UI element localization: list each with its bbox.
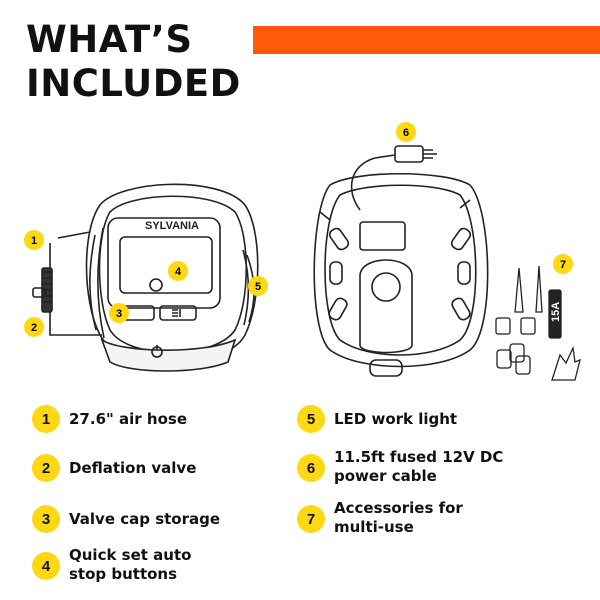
legend-badge: 7 — [297, 505, 325, 533]
legend-badge: 3 — [32, 505, 60, 533]
legend-line: LED work light — [334, 410, 458, 428]
legend-item-7: 7 Accessories for multi-use — [297, 499, 463, 537]
legend-badge: 1 — [32, 405, 60, 433]
legend-label: Deflation valve — [69, 454, 196, 478]
legend-badge: 2 — [32, 454, 60, 482]
legend-line: stop buttons — [69, 565, 178, 583]
device-brand-logo: SYLVANIA — [145, 220, 199, 232]
svg-text:6: 6 — [403, 127, 409, 139]
title-line-2: INCLUDED — [26, 62, 241, 105]
accent-bar — [253, 26, 600, 54]
legend-item-1: 1 27.6" air hose — [32, 405, 187, 433]
legend-line: Deflation valve — [69, 459, 197, 477]
legend-label: Quick set auto stop buttons — [69, 546, 191, 584]
legend-item-4: 4 Quick set auto stop buttons — [32, 546, 191, 584]
legend-item-6: 6 11.5ft fused 12V DC power cable — [297, 448, 503, 486]
svg-text:7: 7 — [560, 259, 566, 271]
legend-badge: 6 — [297, 454, 325, 482]
legend-line: Valve cap storage — [69, 510, 221, 528]
callout-badges: 1 2 3 4 5 6 7 — [24, 122, 573, 337]
callout-3: 3 — [109, 303, 129, 323]
callout-7: 7 — [553, 254, 573, 274]
front-view-device — [32, 183, 259, 372]
legend-label: LED work light — [334, 405, 457, 429]
legend-label: 11.5ft fused 12V DC power cable — [334, 448, 503, 486]
callout-5: 5 — [248, 276, 268, 296]
legend-line: 27.6" air hose — [69, 410, 188, 428]
legend-item-2: 2 Deflation valve — [32, 454, 196, 482]
legend-line: Quick set auto — [69, 546, 192, 564]
callout-2: 2 — [24, 317, 44, 337]
legend-line: multi-use — [334, 518, 414, 536]
callout-4: 4 — [168, 261, 188, 281]
legend-line: power cable — [334, 467, 437, 485]
legend-item-3: 3 Valve cap storage — [32, 505, 220, 533]
legend-line: 11.5ft fused 12V DC — [334, 448, 504, 466]
svg-text:2: 2 — [31, 322, 37, 334]
back-view-device — [313, 145, 489, 377]
legend-badge: 4 — [32, 552, 60, 580]
legend-label: Valve cap storage — [69, 505, 220, 529]
legend-item-5: 5 LED work light — [297, 405, 457, 433]
legend-label: Accessories for multi-use — [334, 499, 463, 537]
svg-text:4: 4 — [175, 266, 182, 278]
legend-line: Accessories for — [334, 499, 463, 517]
title-line-1: WHAT’S — [26, 18, 193, 61]
fuse-label: 15A — [550, 302, 562, 322]
callout-6: 6 — [396, 122, 416, 142]
page-title: WHAT’S INCLUDED — [26, 18, 241, 106]
svg-text:3: 3 — [116, 308, 122, 320]
accessories-illustration — [495, 265, 581, 381]
svg-text:1: 1 — [31, 235, 37, 247]
legend-badge: 5 — [297, 405, 325, 433]
svg-text:5: 5 — [255, 281, 261, 293]
callout-1: 1 — [24, 230, 44, 250]
legend-label: 27.6" air hose — [69, 405, 187, 429]
